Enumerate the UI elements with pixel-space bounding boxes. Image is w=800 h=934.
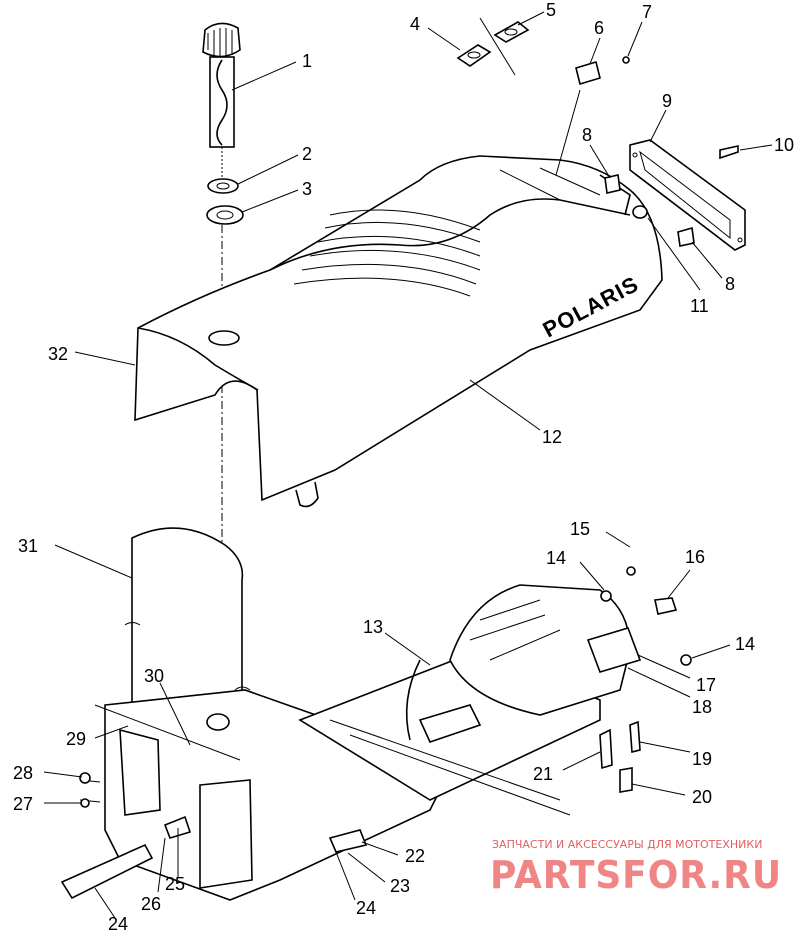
callout-21: 21 <box>533 764 553 784</box>
seat-cover <box>134 155 663 508</box>
callout-32: 32 <box>48 344 68 364</box>
callout-26: 26 <box>141 894 161 914</box>
callout-27: 27 <box>13 794 33 814</box>
callout-4: 4 <box>410 14 420 34</box>
callout-17: 17 <box>696 675 716 695</box>
callout-16: 16 <box>685 547 705 567</box>
watermark-tagline: ЗАПЧАСТИ И АКСЕССУАРЫ ДЛЯ МОТОТЕХНИКИ <box>492 838 762 851</box>
callout-7: 7 <box>642 2 652 22</box>
callout-19: 19 <box>692 749 712 769</box>
callout-14-upper: 14 <box>546 548 566 568</box>
callout-29: 29 <box>66 729 86 749</box>
callout-2: 2 <box>302 144 312 164</box>
callout-28: 28 <box>13 763 33 783</box>
callout-14-right: 14 <box>735 634 755 654</box>
callout-5: 5 <box>546 0 556 20</box>
watermark: ЗАПЧАСТИ И АКСЕССУАРЫ ДЛЯ МОТОТЕХНИКИ PA… <box>490 838 782 897</box>
rear-bracket-assembly <box>604 139 746 251</box>
watermark-site: PARTSFOR.RU <box>490 853 782 897</box>
callout-10: 10 <box>774 135 794 155</box>
callout-15: 15 <box>570 519 590 539</box>
small-clips <box>456 17 630 86</box>
callout-11: 11 <box>690 296 709 316</box>
cap-gaskets <box>206 178 244 225</box>
callout-30: 30 <box>144 666 164 686</box>
callout-22: 22 <box>405 846 425 866</box>
callout-1: 1 <box>302 51 312 71</box>
callout-12: 12 <box>542 427 562 447</box>
callout-9: 9 <box>662 91 672 111</box>
callout-13: 13 <box>363 617 383 637</box>
callout-labels: 1 2 3 4 5 6 7 8 8 9 10 11 12 13 14 14 15… <box>13 0 794 934</box>
callout-20: 20 <box>692 787 712 807</box>
callout-8-upper: 8 <box>582 125 592 145</box>
callout-3: 3 <box>302 179 312 199</box>
leader-lines <box>43 11 773 919</box>
callout-31: 31 <box>18 536 38 556</box>
callout-6: 6 <box>594 18 604 38</box>
callout-23: 23 <box>390 876 410 896</box>
callout-24-right: 24 <box>356 898 376 918</box>
callout-8-lower: 8 <box>725 274 735 294</box>
fuel-cap-part <box>202 22 241 180</box>
callout-18: 18 <box>692 697 712 717</box>
callout-24-left: 24 <box>108 914 128 934</box>
callout-25: 25 <box>165 874 185 894</box>
